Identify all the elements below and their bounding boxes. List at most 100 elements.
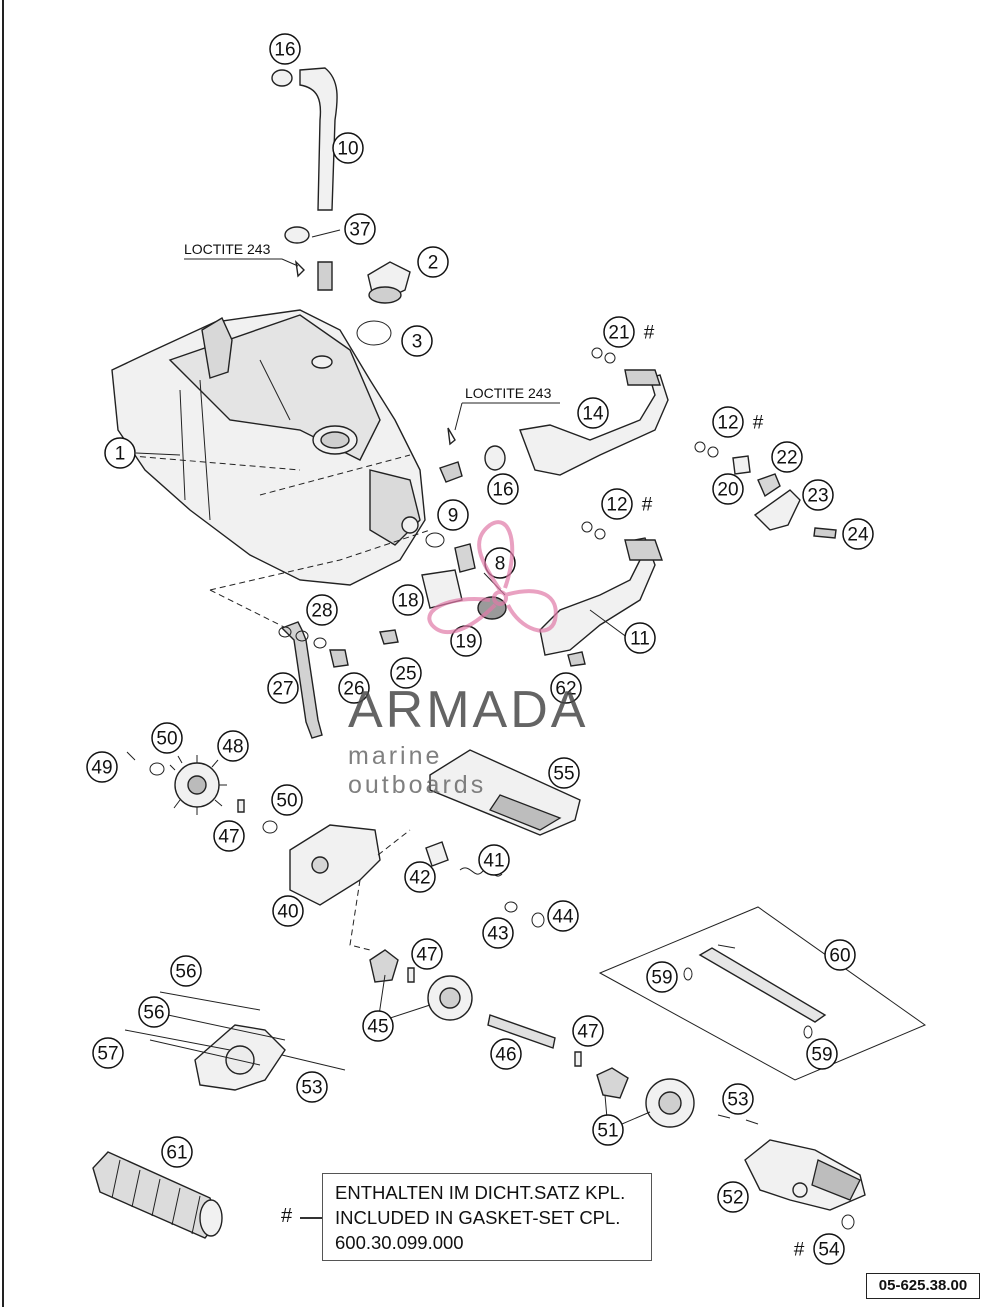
pump-cover (124, 991, 346, 1091)
callout-49: 49 (86, 751, 118, 783)
callout-57: 57 (92, 1037, 124, 1069)
callout-number: 42 (409, 868, 430, 889)
callout-circle (411, 938, 443, 970)
callout-number: 12 (717, 413, 738, 434)
callout-circle (362, 1010, 394, 1042)
callout-circle (717, 1181, 749, 1213)
callout-circle (401, 325, 433, 357)
callout-circle (161, 1136, 193, 1168)
callout-number: 47 (577, 1022, 598, 1043)
callout-number: 49 (91, 758, 112, 779)
callout-53b: 53 (722, 1083, 754, 1115)
lower-rotor (596, 1067, 759, 1128)
callout-41: 41 (478, 844, 510, 876)
callout-12b: 12# (601, 488, 653, 520)
hash-marker: # (753, 413, 764, 434)
callout-number: 22 (776, 448, 797, 469)
pump-shaft-box (598, 906, 927, 1081)
callout-number: 3 (412, 332, 423, 353)
oil-screen (429, 749, 581, 836)
oil-tank (111, 309, 431, 636)
callout-number: 51 (597, 1121, 618, 1142)
callout-23: 23 (802, 479, 834, 511)
callout-60: 60 (824, 939, 856, 971)
callout-16b: 16 (487, 473, 519, 505)
callout-number: 16 (492, 480, 513, 501)
callout-number: 53 (727, 1090, 748, 1111)
callout-circle (392, 584, 424, 616)
callout-54: 54 # (794, 1233, 845, 1265)
callout-52: 52 (717, 1181, 749, 1213)
callout-circle (572, 1015, 604, 1047)
callout-46: 46 (490, 1038, 522, 1070)
callout-28: 28 (306, 594, 338, 626)
oil-hose-upper (484, 347, 669, 476)
callout-24: 24 (842, 518, 874, 550)
callout-circle (548, 757, 580, 789)
callout-16a: 16 (269, 33, 301, 65)
callout-circle (624, 622, 656, 654)
callout-circle (547, 900, 579, 932)
callout-circle (646, 961, 678, 993)
callout-circle (267, 672, 299, 704)
note-line-english: INCLUDED IN GASKET-SET CPL. (335, 1207, 621, 1228)
callout-11: 11 (624, 622, 656, 654)
note-hash-mark: # (281, 1205, 293, 1227)
callout-number: 47 (218, 827, 239, 848)
hash-marker: # (794, 1240, 805, 1261)
callout-circle (404, 861, 436, 893)
callout-number: 8 (495, 554, 506, 575)
callout-number: 56 (143, 1003, 164, 1024)
callout-circle (390, 657, 422, 689)
callout-1: 1 (104, 437, 136, 469)
callout-circle (338, 672, 370, 704)
hash-marker: # (642, 495, 653, 516)
callout-number: 20 (717, 480, 738, 501)
callout-circle (824, 939, 856, 971)
callout-37: 37 (344, 213, 376, 245)
callout-62: 62 (550, 672, 582, 704)
callout-number: 54 (818, 1240, 840, 1261)
callout-circle (813, 1233, 845, 1265)
callout-45: 45 (362, 1010, 394, 1042)
callout-circle (712, 406, 744, 438)
callout-12a: 12 # (712, 406, 764, 438)
callout-number: 50 (156, 729, 177, 750)
callout-circle (269, 33, 301, 65)
callout-number: 59 (651, 968, 672, 989)
oil-filter (92, 1151, 223, 1239)
callout-47b: 47 (411, 938, 443, 970)
callout-number: 50 (276, 791, 297, 812)
callout-50b: 50 (271, 784, 303, 816)
loctite-labels: LOCTITE 243 LOCTITE 243 (184, 241, 560, 431)
callout-59a: 59 (646, 961, 678, 993)
callout-circle (271, 784, 303, 816)
callout-circle (344, 213, 376, 245)
callout-number: 52 (722, 1188, 743, 1209)
callout-44: 44 (547, 900, 579, 932)
callout-48: 48 (217, 730, 249, 762)
callout-3: 3 (401, 325, 433, 357)
callout-circle (490, 1038, 522, 1070)
callout-number: 11 (630, 629, 650, 650)
callout-circle (296, 1071, 328, 1103)
callout-circle (104, 437, 136, 469)
callout-circle (151, 722, 183, 754)
callout-circle (272, 895, 304, 927)
callout-number: 23 (807, 486, 828, 507)
callout-number: 19 (455, 632, 476, 653)
callout-26: 26 (338, 672, 370, 704)
drawing-number: 05-625.38.00 (866, 1273, 980, 1299)
callout-56a: 56 (170, 955, 202, 987)
pump-housing-upper (289, 824, 545, 951)
callout-circle (592, 1114, 624, 1146)
callout-number: 16 (274, 40, 295, 61)
callout-circle (712, 473, 744, 505)
callout-number: 41 (483, 851, 504, 872)
callout-number: 53 (301, 1078, 322, 1099)
callout-43: 43 (482, 917, 514, 949)
callout-number: 10 (337, 139, 358, 160)
callout-number: 14 (582, 404, 604, 425)
callout-18: 18 (392, 584, 424, 616)
